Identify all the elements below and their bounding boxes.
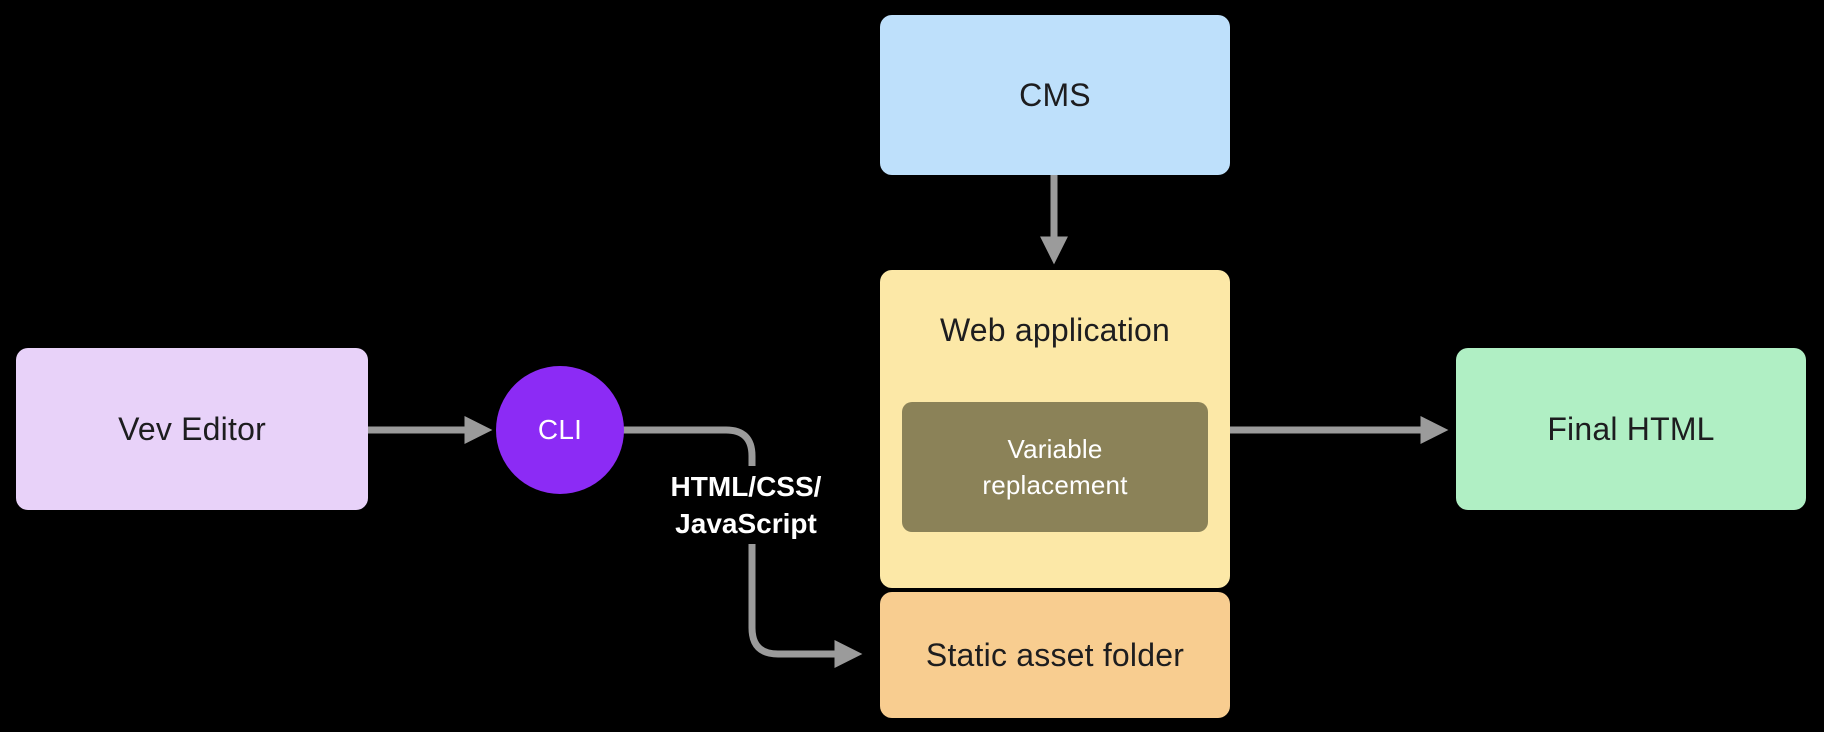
node-static-asset-folder-label: Static asset folder bbox=[925, 636, 1185, 673]
edge-label-cli-output: HTML/CSS/ JavaScript bbox=[621, 466, 871, 544]
edge-label-cli-output-line2: JavaScript bbox=[675, 508, 817, 539]
node-cms: CMS bbox=[880, 15, 1230, 175]
node-final-html: Final HTML bbox=[1456, 348, 1806, 510]
node-variable-replacement-label: Variable replacement bbox=[982, 434, 1128, 500]
node-vev-editor: Vev Editor bbox=[16, 348, 368, 510]
node-web-application: Web application Variable replacement bbox=[880, 270, 1230, 588]
node-variable-replacement: Variable replacement bbox=[902, 402, 1208, 532]
node-vev-editor-label: Vev Editor bbox=[118, 410, 266, 447]
node-web-application-label: Web application bbox=[939, 312, 1171, 348]
node-static-asset-folder: Static asset folder bbox=[880, 592, 1230, 718]
node-cli: CLI bbox=[496, 366, 624, 494]
node-final-html-label: Final HTML bbox=[1547, 410, 1715, 447]
node-cms-label: CMS bbox=[1019, 76, 1091, 113]
edge-label-cli-output-line1: HTML/CSS/ bbox=[670, 471, 822, 502]
node-cli-label: CLI bbox=[537, 414, 583, 445]
